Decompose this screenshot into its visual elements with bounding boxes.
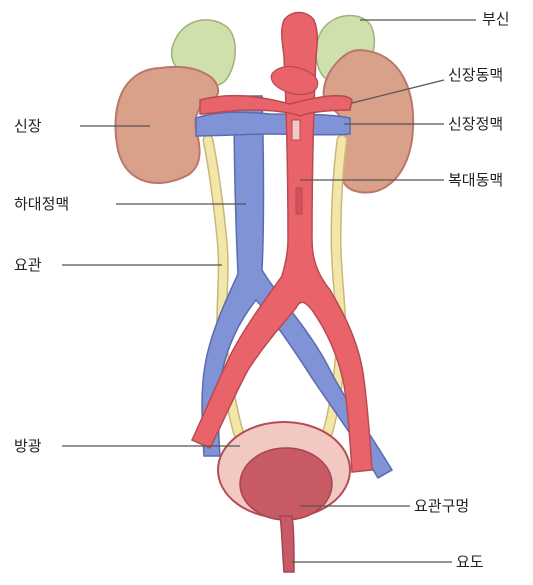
label-abdominal-aorta: 복대동맥 — [448, 171, 503, 189]
label-adrenal: 부신 — [482, 10, 510, 28]
label-ureteral-orifice: 요관구멍 — [414, 497, 469, 515]
label-bladder: 방광 — [14, 437, 42, 455]
label-renal-artery: 신장동맥 — [448, 66, 503, 84]
urethra — [280, 516, 294, 572]
aorta-small-branch — [292, 120, 300, 140]
bladder-interior — [240, 448, 332, 520]
label-inferior-vena-cava: 하대정맥 — [14, 195, 69, 213]
aorta-small-branch-lower — [296, 188, 302, 214]
label-ureter: 요관 — [14, 256, 42, 274]
label-renal-vein: 신장정맥 — [448, 115, 503, 133]
label-urethra: 요도 — [456, 553, 484, 571]
renal-vein — [196, 112, 350, 136]
label-kidney: 신장 — [14, 117, 42, 135]
